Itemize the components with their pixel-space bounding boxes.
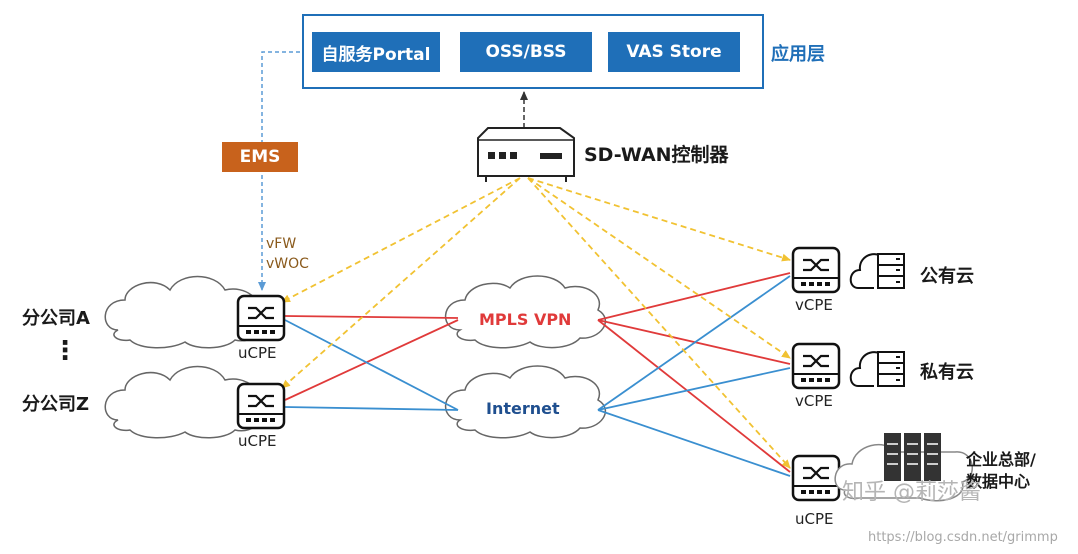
mpls-label: MPLS VPN (479, 310, 572, 329)
vwoc-label: vWOC (266, 256, 309, 272)
internet-links (284, 275, 791, 477)
vas-store-button[interactable]: VAS Store (608, 32, 740, 72)
ucpe-a-icon (236, 294, 286, 342)
vcpe-private-label: vCPE (795, 392, 833, 410)
controller-device (477, 127, 575, 182)
portal-button[interactable]: 自服务Portal (312, 32, 440, 72)
ems-badge: EMS (222, 142, 298, 172)
ucpe-hq-label: uCPE (795, 510, 834, 528)
ucpe-hq-icon (791, 454, 841, 502)
datacenter-icon (834, 433, 973, 502)
app-layer-label: 应用层 (771, 44, 825, 65)
hq-label-line1: 企业总部/ (966, 450, 1036, 469)
zhihu-watermark: 知乎 @莉莎酱 (842, 480, 981, 505)
mpls-cloud (444, 275, 607, 349)
controller-label: SD-WAN控制器 (584, 144, 729, 166)
ucpe-a-label: uCPE (238, 344, 277, 362)
control-links (281, 177, 791, 469)
private-cloud-icon (849, 351, 905, 387)
internet-cloud (444, 365, 607, 439)
vcpe-private-icon (791, 342, 841, 390)
hq-label-line2: 数据中心 (966, 472, 1031, 491)
oss-bss-button[interactable]: OSS/BSS (460, 32, 592, 72)
ems-connector (258, 51, 300, 291)
branch-a-label: 分公司A (22, 308, 90, 329)
internet-label: Internet (486, 399, 560, 418)
public-cloud-icon (849, 253, 905, 289)
branch-z-label: 分公司Z (22, 394, 90, 415)
csdn-watermark: https://blog.csdn.net/grimmp (868, 530, 1058, 545)
public-cloud-label: 公有云 (920, 266, 974, 287)
vfw-label: vFW (266, 236, 297, 252)
branch-dots: ⋮ (52, 336, 78, 366)
private-cloud-label: 私有云 (920, 362, 974, 383)
ucpe-z-icon (236, 382, 286, 430)
vcpe-public-icon (791, 246, 841, 294)
ucpe-z-label: uCPE (238, 432, 277, 450)
vcpe-public-label: vCPE (795, 296, 833, 314)
